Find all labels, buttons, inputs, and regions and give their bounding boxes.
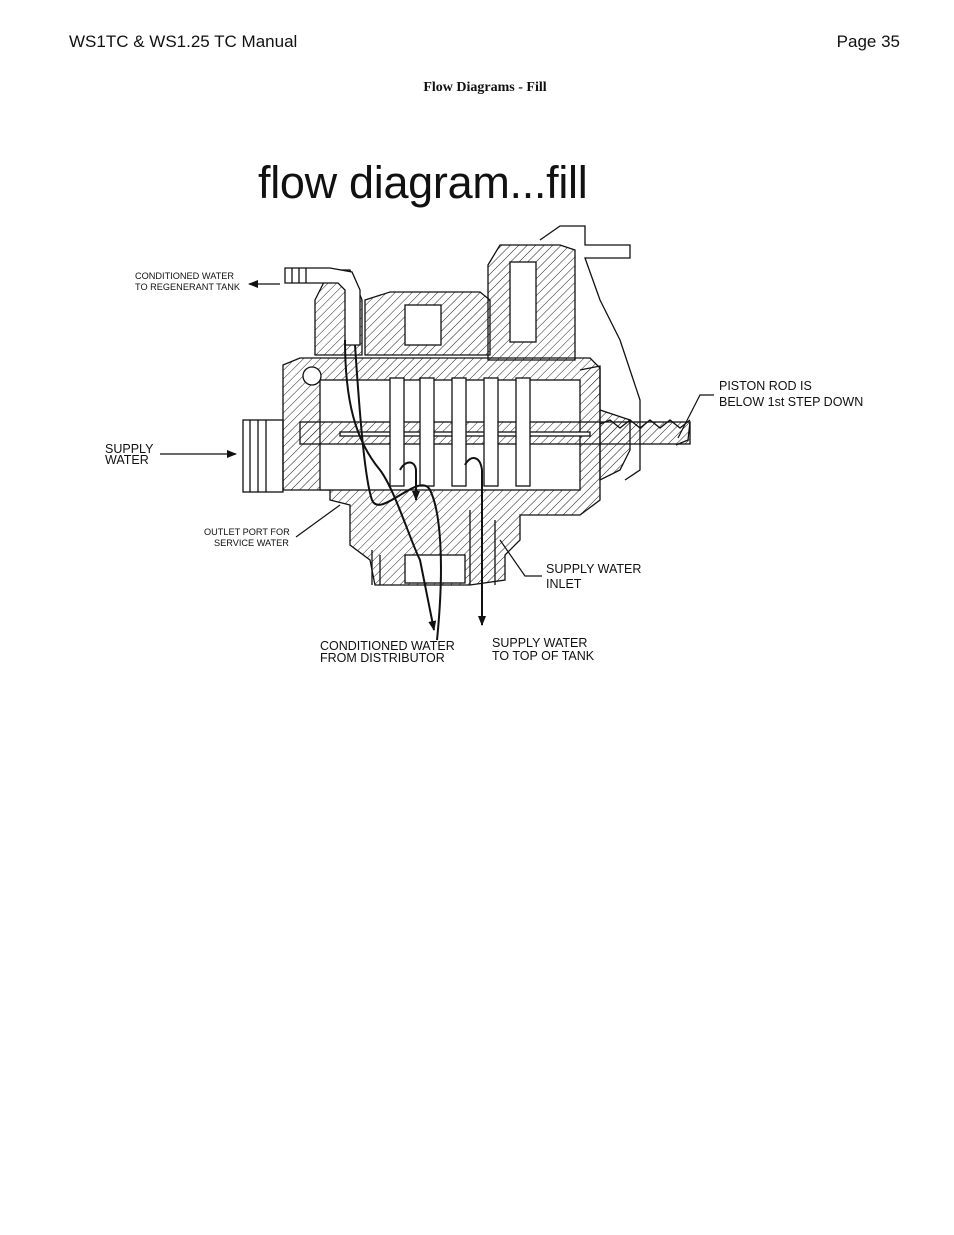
label-piston-rod-1: PISTON ROD IS xyxy=(719,379,812,393)
manual-title: WS1TC & WS1.25 TC Manual xyxy=(69,32,298,51)
drain-cap-outline xyxy=(539,225,641,481)
label-conditioned-from-distributor-2: FROM DISTRIBUTOR xyxy=(320,651,445,665)
leader-piston-rod xyxy=(677,394,714,439)
label-piston-rod-2: BELOW 1st STEP DOWN xyxy=(719,395,863,409)
diagram-labels: CONDITIONED WATER TO REGENERANT TANK PIS… xyxy=(105,271,863,665)
label-outlet-port-2: SERVICE WATER xyxy=(214,538,289,548)
inlet-fitting xyxy=(242,419,284,493)
flow-line-inner-loop xyxy=(399,461,420,501)
leader-outlet-port xyxy=(295,504,341,538)
label-supply-water-1: SUPPLY xyxy=(105,442,154,456)
label-conditioned-regenerant-2: TO REGENERANT TANK xyxy=(135,282,241,292)
leader-supply-inlet xyxy=(499,539,542,577)
seal-stack xyxy=(389,377,531,487)
page-number: Page 35 xyxy=(836,32,900,51)
valve-body xyxy=(242,225,691,586)
label-supply-top-tank-2: TO TOP OF TANK xyxy=(492,649,595,663)
flow-line-service-outlet xyxy=(354,344,442,641)
piston-spring xyxy=(599,419,691,429)
callouts xyxy=(160,280,714,577)
label-conditioned-regenerant-1: CONDITIONED WATER xyxy=(135,271,234,281)
flow-line-supply-to-top xyxy=(464,457,486,626)
label-supply-water-2: WATER xyxy=(105,453,149,467)
label-supply-inlet-2: INLET xyxy=(546,577,582,591)
body-boss xyxy=(302,366,322,386)
flow-line-conditioned-from-distributor xyxy=(344,339,437,631)
label-supply-top-tank-1: SUPPLY WATER xyxy=(492,636,587,650)
bottom-distributor-port xyxy=(404,554,466,584)
label-outlet-port-1: OUTLET PORT FOR xyxy=(204,527,290,537)
label-conditioned-from-distributor-1: CONDITIONED WATER xyxy=(320,639,455,653)
flow-paths xyxy=(344,339,486,641)
label-supply-inlet-1: SUPPLY WATER xyxy=(546,562,641,576)
diagram-title: flow diagram...fill xyxy=(258,157,588,208)
section-title: Flow Diagrams - Fill xyxy=(423,80,547,95)
